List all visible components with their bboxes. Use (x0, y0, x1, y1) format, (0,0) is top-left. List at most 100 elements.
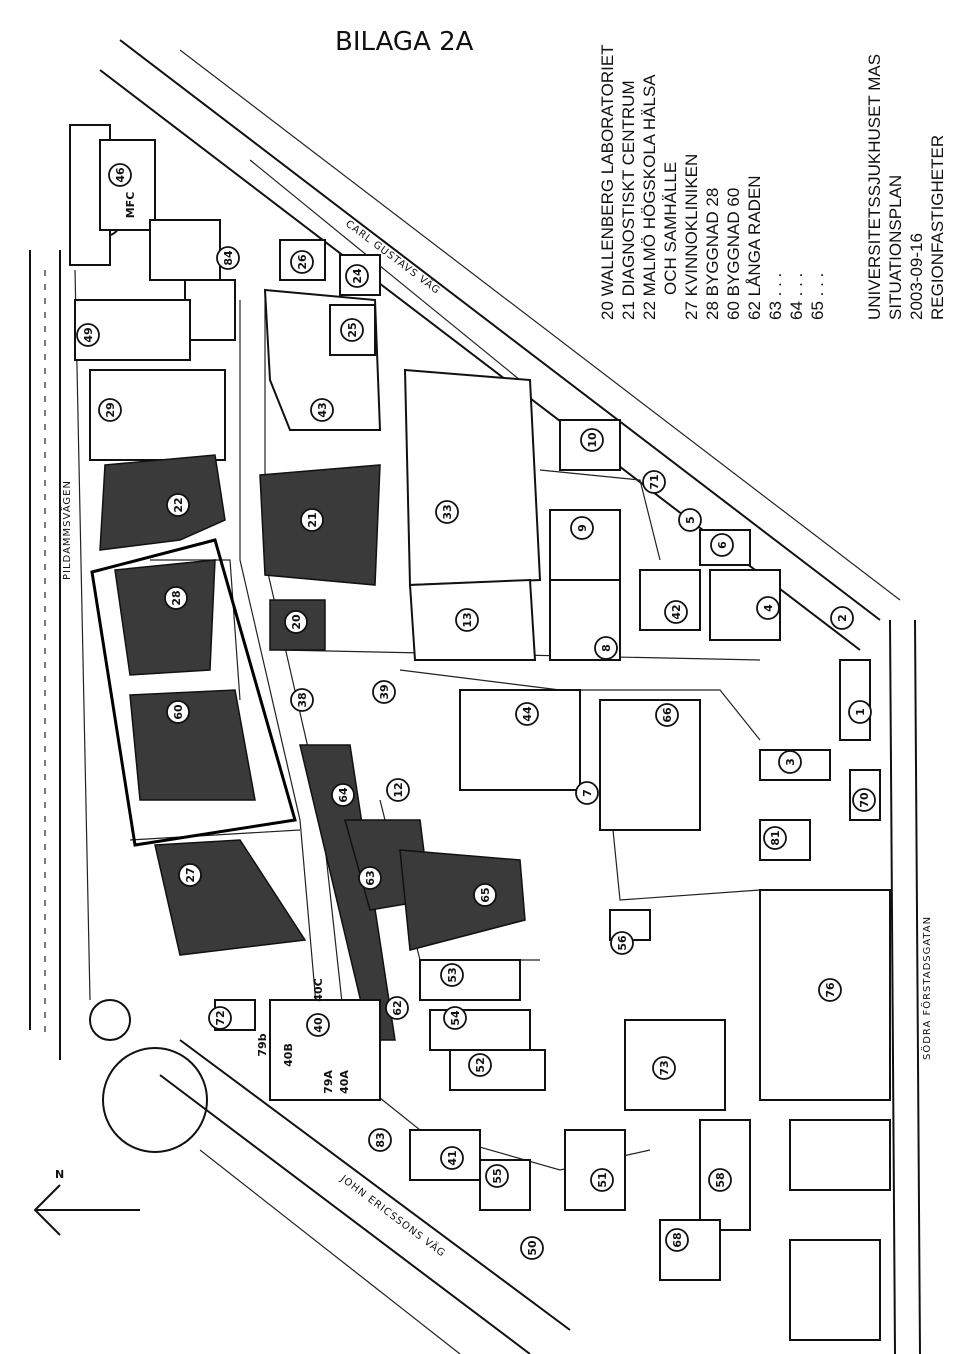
building-marker-circle (652, 1056, 676, 1080)
street-label-john-ericssons-vag: JOHN ERICSSONS VÄG (337, 1171, 448, 1259)
building-marker-41: 41 (440, 1146, 464, 1170)
building-number: 7 (581, 789, 594, 797)
legend-item: 65 . . . (808, 273, 827, 320)
building-27 (154, 839, 307, 956)
building-number: 10 (586, 432, 599, 448)
building-g (184, 279, 236, 341)
legend-footer-line: SITUATIONSPLAN (886, 175, 905, 320)
building-marker-circle (440, 1146, 464, 1170)
building-number: 27 (184, 867, 197, 882)
building-marker-circle (520, 1236, 544, 1260)
building-number: 50 (526, 1240, 539, 1256)
building-52 (449, 1049, 546, 1091)
building-marker-63: 63 (358, 866, 382, 890)
building-number: 54 (449, 1010, 462, 1026)
building-marker-20: 20 (284, 610, 308, 634)
building-number: 64 (337, 787, 350, 803)
building-marker-circle (358, 866, 382, 890)
building-number: 22 (172, 497, 185, 512)
building-number: 40A (338, 1070, 351, 1094)
building-marker-circle (166, 493, 190, 517)
building-marker-27: 27 (178, 863, 202, 887)
building-53 (419, 959, 521, 1001)
building-number: 52 (474, 1057, 487, 1072)
building-marker-circle (655, 703, 679, 727)
legend-item: 27 KVINNOKLINIKEN (682, 154, 701, 320)
building-number: 8 (600, 644, 613, 652)
building-60 (129, 689, 256, 801)
building-22 (99, 454, 226, 551)
building-marker-circle (580, 428, 604, 452)
building-number: 33 (441, 504, 454, 519)
building-number: 1 (854, 708, 867, 716)
legend-item: 20 WALLENBERG LABORATORIET (598, 44, 617, 320)
building-marker-circle (610, 931, 634, 955)
building-marker-26: 26 (290, 250, 314, 274)
sodra-forstadsgatan-road (889, 619, 921, 1354)
building-mfc (99, 139, 156, 231)
map-title: BILAGA 2A (335, 27, 474, 57)
building-66 (599, 699, 701, 831)
building-marker-circle (665, 1228, 689, 1252)
building-marker-circle (443, 1006, 467, 1030)
building-number: 72 (214, 1010, 227, 1025)
building-number: 2 (836, 614, 849, 622)
building-marker-circle (642, 470, 666, 494)
building-marker-44: 44 (515, 702, 539, 726)
building-marker-1: 1 (848, 700, 872, 724)
building-marker-circle (763, 826, 787, 850)
building-marker-72: 72 (208, 1006, 232, 1030)
building-number: 42 (670, 604, 683, 619)
building-marker-circle (368, 1128, 392, 1152)
building-marker-circle (455, 608, 479, 632)
building-marker-circle (590, 1168, 614, 1192)
building-marker-71: 71 (642, 470, 666, 494)
building-marker-22: 22 (166, 493, 190, 517)
building-51 (564, 1129, 626, 1211)
building-49 (74, 299, 191, 361)
building-number: 56 (616, 935, 629, 951)
building-1 (839, 659, 871, 741)
building-marker-21: 21 (300, 508, 324, 532)
building-marker-65: 65 (473, 883, 497, 907)
building-marker-10: 10 (580, 428, 604, 452)
building-number: 65 (479, 887, 492, 902)
building-marker-38: 38 (290, 688, 314, 712)
building-marker-circle (664, 600, 688, 624)
building-marker-circle (435, 500, 459, 524)
building-marker-40c: 40C (312, 978, 325, 1001)
building-marker-circle (594, 636, 618, 660)
building-marker-4: 4 (756, 596, 780, 620)
building-marker-circle (468, 1053, 492, 1077)
building-number: 4 (762, 604, 775, 612)
building-54 (429, 1009, 531, 1051)
building-marker-8: 8 (594, 636, 618, 660)
building-marker-42: 42 (664, 600, 688, 624)
building-marker-circle (164, 586, 188, 610)
building-number: 55 (491, 1168, 504, 1183)
building-marker-circle (166, 700, 190, 724)
building-marker-circle (345, 264, 369, 288)
building-64-62 (299, 744, 396, 1041)
building-marker-circle (331, 783, 355, 807)
legend-footer-line: 2003-09-16 (907, 233, 926, 320)
roundabout-southwest (102, 1047, 208, 1153)
building-marker-circle (340, 318, 364, 342)
building-marker-circle (290, 250, 314, 274)
building-south-2 (789, 1239, 881, 1341)
building-number: 9 (576, 524, 589, 532)
building-number: 41 (446, 1150, 459, 1165)
building-marker-circle (385, 996, 409, 1020)
building-marker-28: 28 (164, 586, 188, 610)
building-marker-circle (756, 596, 780, 620)
building-number: 81 (769, 830, 782, 845)
building-20 (269, 599, 326, 651)
building-number: 84 (222, 250, 235, 266)
legend-footer-line: REGIONFASTIGHETER (928, 135, 947, 320)
north-arrow: N (33, 1168, 140, 1236)
building-number: 83 (374, 1132, 387, 1147)
building-number: 51 (596, 1172, 609, 1187)
building-marker-50: 50 (520, 1236, 544, 1260)
pildammsvagen-road (29, 250, 91, 1060)
